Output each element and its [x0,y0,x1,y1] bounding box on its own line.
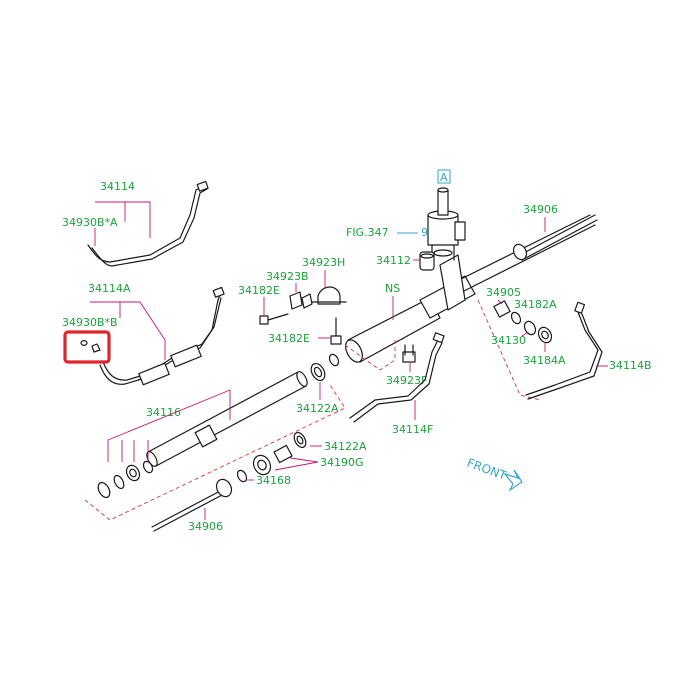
rack-housing[interactable] [342,214,596,365]
label-34168: 34168 [256,474,291,487]
label-34923f: 34923F [386,374,427,387]
front-indicator-text: FRONT [465,456,509,483]
label-34116: 34116 [146,406,181,419]
pipe-34114f[interactable] [349,332,445,423]
pinion-valve[interactable] [427,187,466,261]
pipe-34114[interactable] [87,180,209,267]
tie-rod-34906-bottom[interactable] [151,477,234,532]
label-34184a: 34184A [523,354,566,367]
label-34923b: 34923B [266,270,309,283]
nut-34130[interactable] [522,319,537,336]
label-ns: NS [385,282,400,295]
bushing-34190g[interactable] [250,444,293,477]
clamp-34923h[interactable] [311,286,347,305]
tie-rod-34906-top[interactable] [511,214,598,262]
label-34114b: 34114B [609,359,652,372]
label-34182e-1: 34182E [238,284,280,297]
boot-34905[interactable] [493,300,511,318]
front-arrow-icon [503,469,523,492]
bracket-34923b[interactable] [289,291,313,310]
label-34130: 34130 [491,334,526,347]
label-34182e-2: 34182E [268,332,310,345]
clip-34182a[interactable] [510,311,523,325]
label-34906-bottom: 34906 [188,520,223,533]
ring-34184a[interactable] [536,325,554,345]
label-34122a-1: 34122A [296,402,339,415]
label-fig-347: FIG.347 [346,226,389,239]
label-34182a: 34182A [514,298,557,311]
rack-tube-34116[interactable] [145,370,310,468]
label-34923h: 34923H [302,256,345,269]
pipe-34114b[interactable] [525,301,603,400]
bolt-34182e-right[interactable] [330,317,342,345]
label-34114f: 34114F [392,423,433,436]
label-34112: 34112 [376,254,411,267]
label-34905: 34905 [486,286,521,299]
label-34122a-2: 34122A [324,440,367,453]
seal-34122a-upper[interactable] [308,353,340,383]
highlighted-o-ring-34930b-b[interactable] [63,330,111,364]
seal-set-left[interactable] [96,460,155,500]
label-34114a: 34114A [88,282,131,295]
washer-34168[interactable] [236,469,249,483]
seal-34122a-lower[interactable] [292,431,308,450]
label-34114: 34114 [100,180,135,193]
pipe-34114a[interactable] [99,286,225,386]
label-34930b-b: 34930B*B [62,316,118,329]
bush-34112[interactable] [419,251,435,271]
label-fig-number: 9 [421,226,428,239]
clamp-34923f[interactable] [402,344,416,363]
box-label-a: A [440,171,448,184]
label-34906-top: 34906 [523,203,558,216]
label-34190g: 34190G [320,456,364,469]
label-34930b-a: 34930B*A [62,216,118,229]
